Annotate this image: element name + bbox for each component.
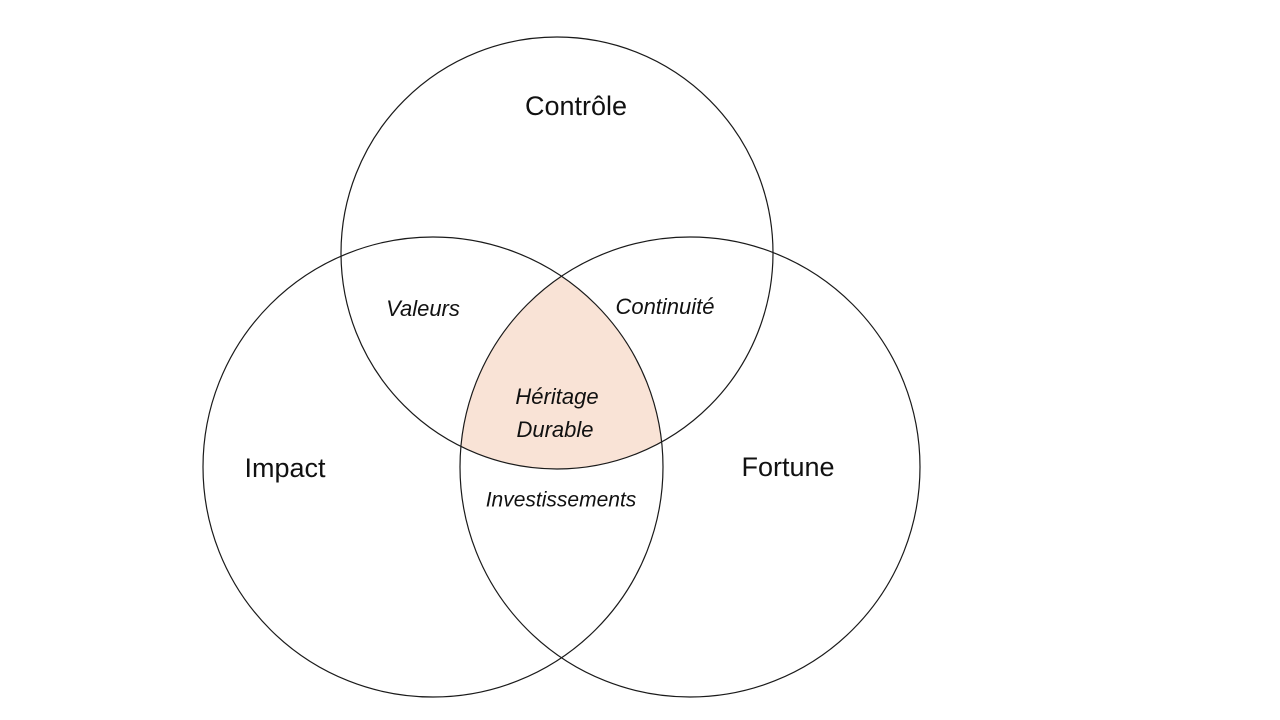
label-fortune: Fortune xyxy=(741,452,834,482)
label-controle: Contrôle xyxy=(525,91,627,121)
circle-impact xyxy=(202,236,664,698)
label-center-line2: Durable xyxy=(516,417,593,442)
label-impact: Impact xyxy=(244,453,326,483)
center-intersection-group xyxy=(460,237,663,469)
label-continuite: Continuité xyxy=(615,294,714,319)
circle-fortune xyxy=(459,236,921,698)
label-valeurs: Valeurs xyxy=(386,296,460,321)
center-intersection-fill xyxy=(460,237,663,469)
label-investissements: Investissements xyxy=(486,489,637,512)
label-center-line1: Héritage xyxy=(515,384,598,409)
